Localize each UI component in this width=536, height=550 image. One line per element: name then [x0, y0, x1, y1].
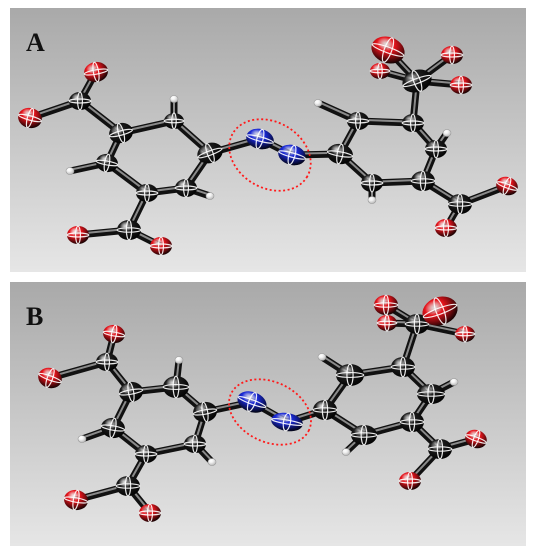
atom-c3 — [163, 112, 185, 130]
atom-o5 — [373, 294, 399, 316]
atom-o1 — [102, 324, 126, 344]
atom-o1 — [83, 61, 109, 83]
atom-c14 — [350, 424, 378, 446]
atom-h2 — [207, 458, 217, 466]
atom-o10 — [434, 218, 458, 238]
atom-c12 — [416, 383, 446, 405]
atom-c2 — [109, 122, 133, 144]
atom-c9 — [326, 143, 354, 165]
atom-h3 — [77, 435, 87, 443]
atom-c8 — [116, 219, 142, 241]
azo-highlight-ring — [228, 378, 312, 446]
atom-o5 — [371, 36, 405, 64]
atom-o10 — [398, 471, 422, 491]
atom-o4 — [149, 236, 173, 256]
atom-o3 — [66, 225, 90, 245]
atom-c4 — [192, 401, 218, 423]
atom-o8 — [449, 75, 473, 95]
atom-h3 — [65, 167, 75, 175]
atom-c6 — [135, 183, 159, 203]
atom-group — [38, 294, 487, 523]
atom-c15 — [402, 69, 432, 93]
atom-c2 — [118, 381, 144, 403]
atom-h5 — [449, 378, 459, 386]
molecule-structure-a — [10, 8, 526, 272]
atom-o7 — [440, 45, 464, 65]
azo-highlight-ring — [228, 118, 312, 192]
atom-c3 — [162, 375, 190, 399]
atom-n2 — [278, 144, 306, 166]
atom-h6 — [341, 448, 351, 456]
atom-c7 — [100, 417, 126, 439]
atom-h4 — [313, 99, 323, 107]
atom-c7 — [95, 153, 119, 173]
atom-c10 — [335, 363, 365, 387]
molecule-structure-b — [10, 282, 526, 546]
atom-h1 — [174, 356, 184, 364]
panel-b: B — [10, 282, 526, 546]
atom-o8 — [454, 325, 476, 343]
atom-c5 — [174, 178, 198, 198]
atom-n1 — [246, 128, 274, 150]
atom-o2 — [18, 107, 42, 129]
atom-c1 — [68, 91, 92, 111]
atom-c13 — [410, 170, 436, 192]
atom-o6 — [376, 314, 398, 332]
atom-h2 — [205, 192, 215, 200]
atom-c15 — [404, 313, 430, 335]
panel-label-b: B — [26, 302, 44, 331]
atom-group — [18, 36, 518, 256]
atom-c1 — [95, 352, 119, 372]
atom-c6 — [134, 444, 158, 464]
atom-o7 — [422, 296, 458, 326]
panel-a: A — [10, 8, 526, 272]
atom-o3 — [63, 489, 89, 511]
atom-c13 — [399, 411, 425, 433]
atom-c16 — [447, 193, 473, 215]
atom-n2 — [270, 412, 304, 432]
atom-c9 — [312, 399, 338, 421]
atom-h1 — [169, 95, 179, 103]
atom-c5 — [183, 434, 207, 454]
atom-h5 — [442, 129, 452, 137]
atom-n1 — [237, 391, 267, 413]
atom-c8 — [115, 475, 141, 497]
panel-label-a: A — [26, 28, 45, 57]
atom-c4 — [197, 142, 223, 164]
atom-c14 — [360, 173, 384, 193]
atom-c11 — [401, 113, 425, 133]
atom-o6 — [369, 62, 391, 80]
atom-o9 — [496, 176, 518, 196]
atom-c16 — [427, 438, 453, 460]
atom-c12 — [424, 139, 448, 159]
atom-h6 — [367, 196, 377, 204]
atom-o2 — [38, 367, 62, 389]
atom-h4 — [317, 353, 327, 361]
atom-o4 — [138, 503, 162, 523]
atom-c11 — [390, 356, 416, 378]
atom-c10 — [346, 111, 370, 131]
atom-o9 — [465, 429, 487, 449]
